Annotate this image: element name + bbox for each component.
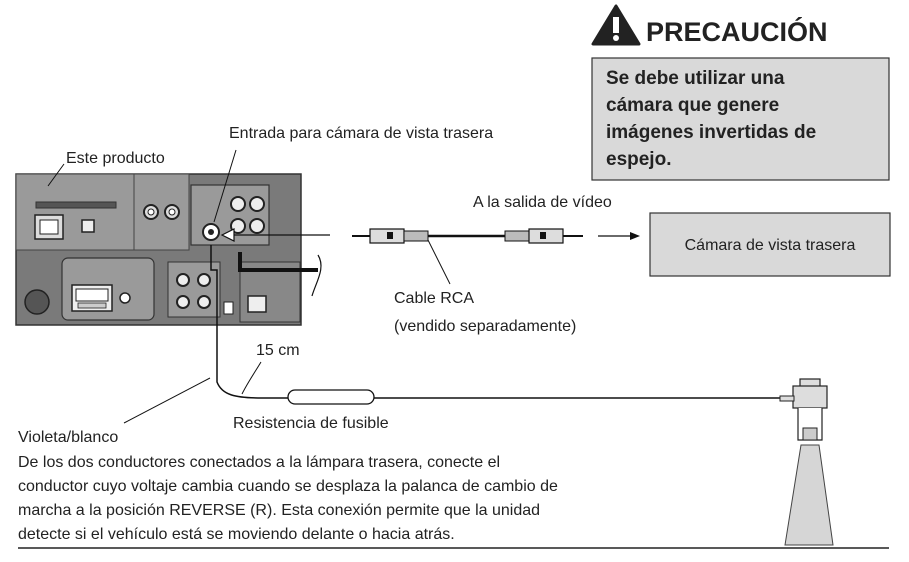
caution-line-3: imágenes invertidas de (606, 122, 816, 143)
camera-input-label: Entrada para cámara de vista trasera (229, 125, 493, 142)
length-label: 15 cm (256, 342, 300, 359)
head-unit-rear-panel (15, 173, 302, 326)
caution-line-1: Se debe utilizar una (606, 68, 785, 89)
rca-cable (352, 228, 583, 244)
caution-box (591, 57, 890, 181)
fuse-resistor (287, 389, 375, 405)
description-line-3: marcha a la posición REVERSE (R). Esta c… (18, 502, 540, 519)
camera-label: Cámara de vista trasera (685, 237, 856, 254)
description-line-2: conductor cuyo voltaje cambia cuando se … (18, 478, 558, 495)
fuse-label: Resistencia de fusible (233, 415, 389, 432)
product-label: Este producto (66, 150, 165, 167)
rca-cable-label: Cable RCA (394, 290, 474, 307)
rca-note-label: (vendido separadamente) (394, 318, 576, 335)
caution-line-2: cámara que genere (606, 95, 779, 116)
rear-lamp-icon (779, 378, 834, 546)
description-line-4: detecte si el vehículo está se moviendo … (18, 526, 455, 543)
description-line-1: De los dos conductores conectados a la l… (18, 454, 500, 471)
wire-color-label: Violeta/blanco (18, 429, 118, 446)
caution-title: PRECAUCIÓN (646, 16, 828, 47)
caution-icon (591, 4, 641, 46)
caution-line-4: espejo. (606, 149, 671, 170)
camera-box (649, 212, 891, 277)
video-out-label: A la salida de vídeo (473, 194, 612, 211)
